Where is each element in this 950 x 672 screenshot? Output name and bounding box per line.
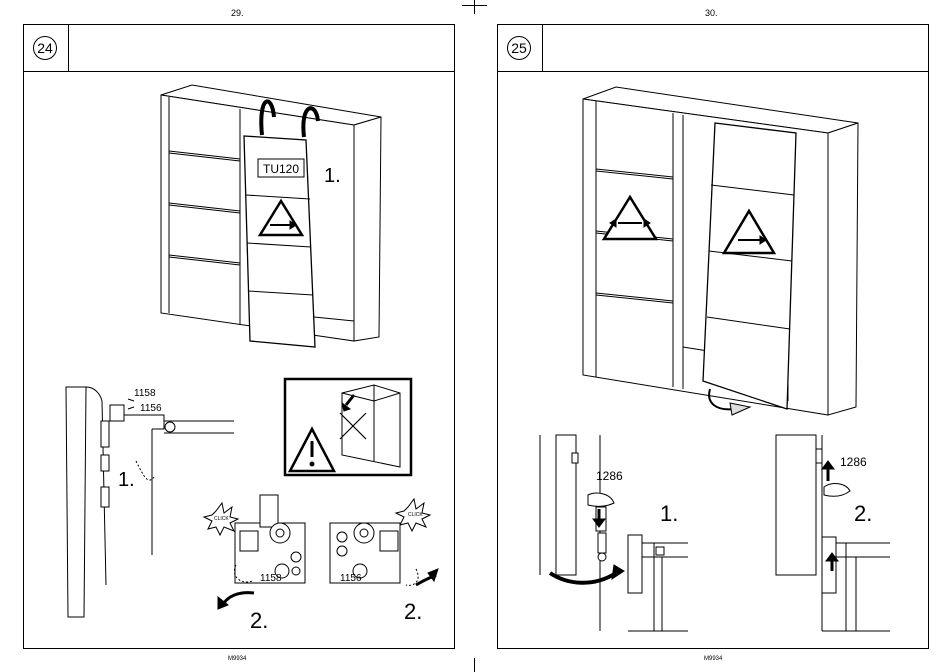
hand-icon bbox=[588, 493, 614, 506]
footer-code-left: M9934 bbox=[228, 656, 246, 662]
clip-label-1158: 1158 bbox=[260, 573, 282, 584]
step-24-panel: 24 bbox=[23, 24, 455, 649]
profile-detail bbox=[66, 387, 234, 617]
detail-step-1: 1. bbox=[660, 501, 678, 526]
part-label-1286-b: 1286 bbox=[840, 455, 867, 469]
warning-box bbox=[285, 379, 411, 475]
crop-mark-bottom bbox=[474, 658, 475, 672]
page-number-right: 30. bbox=[705, 8, 718, 18]
step-25-panel: 25 bbox=[497, 24, 929, 649]
crop-mark-top-h bbox=[462, 5, 487, 6]
clip-label-1156: 1156 bbox=[340, 573, 362, 584]
part-label-1156: 1156 bbox=[140, 403, 162, 414]
step-2-right: 2. bbox=[404, 599, 422, 624]
up-arrow-icon bbox=[822, 461, 834, 469]
hand-icon bbox=[824, 484, 850, 497]
detail-step-2-drawing bbox=[776, 435, 890, 631]
clip-detail bbox=[204, 495, 438, 609]
click-text-left: CLICK bbox=[214, 516, 229, 522]
callout-step-1: 1. bbox=[324, 165, 341, 187]
part-label-1286-a: 1286 bbox=[596, 469, 623, 483]
detail-step-1: 1. bbox=[118, 469, 135, 491]
step-24-illustration: TU120 1. 1158 1156 1. CLICK CLICK 1158 1… bbox=[24, 25, 454, 648]
part-label-1158: 1158 bbox=[134, 388, 156, 399]
crop-mark-top bbox=[474, 0, 475, 14]
wardrobe-drawing bbox=[583, 87, 858, 415]
footer-code-right: M9934 bbox=[704, 656, 722, 662]
click-text-right: CLICK bbox=[408, 512, 423, 518]
detail-step-1-drawing bbox=[540, 435, 688, 631]
model-label: TU120 bbox=[263, 162, 299, 176]
step-2-left: 2. bbox=[250, 608, 268, 633]
page-number-left: 29. bbox=[231, 8, 244, 18]
detail-step-2: 2. bbox=[854, 501, 872, 526]
step-25-illustration: 1286 1286 1. 2. bbox=[498, 25, 928, 648]
